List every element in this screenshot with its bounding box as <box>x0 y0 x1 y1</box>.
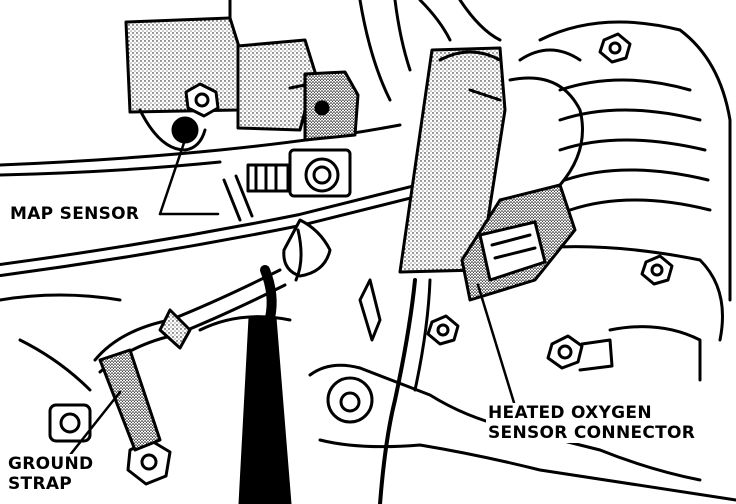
battery-cable <box>238 265 292 504</box>
map-sensor-mount <box>222 148 352 222</box>
map-sensor-body <box>124 16 360 152</box>
oxygen-label-line1: HEATED OXYGEN <box>488 403 652 423</box>
bolt-center <box>426 314 460 346</box>
ground-strap-clip <box>282 218 332 282</box>
oxygen-label-line2: SENSOR CONNECTOR <box>488 423 696 443</box>
ground-strap-label-line1: GROUND <box>8 454 94 474</box>
bolt-right-mid <box>640 254 674 286</box>
map-sensor-label: MAP SENSOR <box>8 204 142 224</box>
heated-oxygen-sensor-connector-label: HEATED OXYGEN SENSOR CONNECTOR <box>486 403 698 443</box>
map-sensor-label-text: MAP SENSOR <box>10 204 140 224</box>
oxygen-sensor-harness <box>358 0 507 504</box>
ground-strap <box>93 268 287 452</box>
bolt-left <box>48 403 92 443</box>
ground-strap-label: GROUND STRAP <box>6 454 96 494</box>
oxygen-sensor-connector <box>460 48 584 302</box>
mounting-bracket <box>0 293 736 502</box>
callout-leaders <box>68 123 517 457</box>
bolt-top-right <box>598 32 632 64</box>
bolt-right-lower <box>546 334 614 372</box>
bolt-bottom-left <box>126 438 172 486</box>
ground-strap-label-line2: STRAP <box>8 474 73 494</box>
vacuum-hose <box>0 123 447 277</box>
